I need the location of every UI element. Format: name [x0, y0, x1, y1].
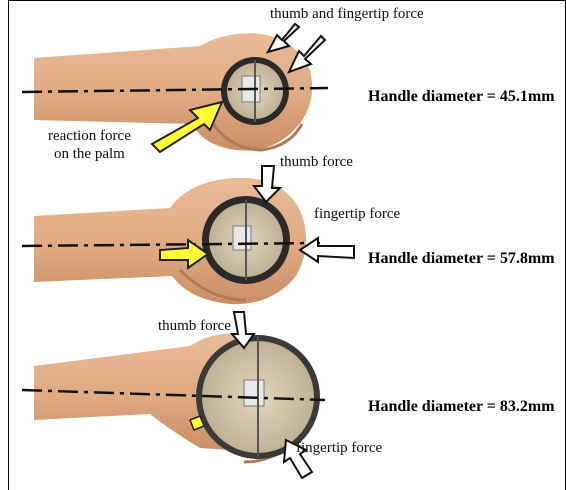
panel-3-diameter-label: Handle diameter = 83.2mm: [368, 398, 555, 416]
panel-1-diameter-label: Handle diameter = 45.1mm: [368, 88, 555, 106]
panel-2-thumb-label: thumb force: [280, 154, 353, 171]
panel-1-reaction-label-line-2: on the palm: [54, 146, 125, 163]
panel-1-reaction-label-line-1: reaction force: [48, 128, 131, 145]
panel-1-handle: [221, 57, 289, 125]
panel-2-handle: [202, 196, 290, 284]
panel-3-fingertip-label: fingertip force: [296, 440, 382, 457]
panel-1-thumb-fingertip-label: thumb and fingertip force: [270, 6, 424, 23]
panel-2-diameter-label: Handle diameter = 57.8mm: [368, 250, 555, 268]
panel-2-fingertip-label: fingertip force: [314, 206, 400, 223]
panel-3-thumb-label: thumb force: [158, 318, 231, 335]
panel-2-fingertip-arrow: [300, 238, 354, 262]
